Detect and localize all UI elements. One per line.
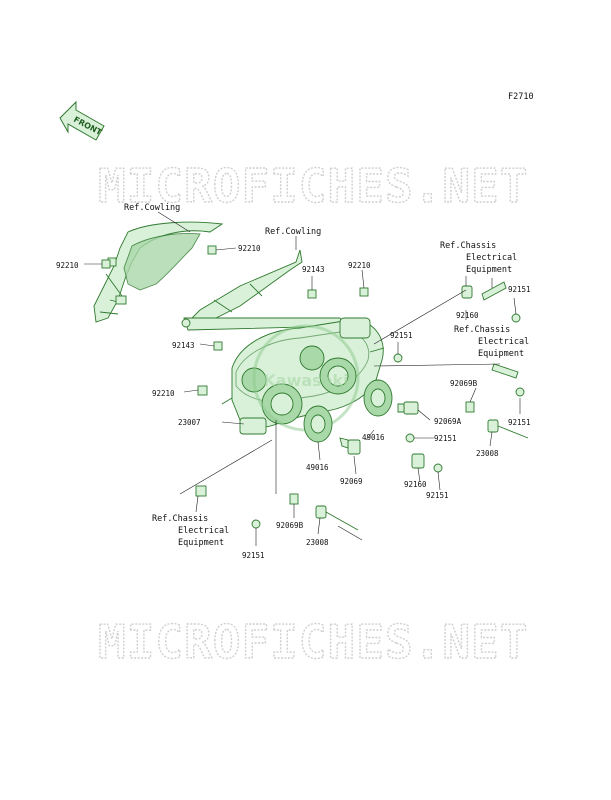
front-arrow-icon: FRONT bbox=[59, 100, 105, 141]
leader-lines bbox=[84, 211, 521, 546]
nut-92210-far-left bbox=[101, 259, 111, 269]
strip-chassis-mid bbox=[491, 363, 519, 379]
label-49016-b: 49016 bbox=[306, 463, 329, 472]
label-ref-chassis-bottom-2: Electrical bbox=[178, 526, 229, 536]
screw-92151-d bbox=[405, 433, 415, 443]
label-ref-chassis-mid-3: Equipment bbox=[478, 349, 524, 359]
label-92069B-a: 92069B bbox=[450, 379, 478, 388]
strip-chassis-top bbox=[481, 281, 507, 301]
label-92069B-b: 92069B bbox=[276, 521, 304, 530]
label-92151-c: 92151 bbox=[508, 418, 531, 427]
label-92151-a: 92151 bbox=[508, 285, 531, 294]
headlight-housing: Kawasaki bbox=[221, 317, 385, 435]
screw-92151-a bbox=[393, 353, 403, 363]
label-ref-chassis-top-2: Electrical bbox=[466, 253, 517, 263]
label-23007: 23007 bbox=[178, 418, 201, 427]
upper-stay bbox=[185, 245, 303, 329]
screw-92151-c bbox=[515, 387, 525, 397]
label-23008-b: 23008 bbox=[306, 538, 329, 547]
label-ref-chassis-mid-2: Electrical bbox=[478, 337, 529, 347]
label-ref-chassis-top-1: Ref.Chassis bbox=[440, 241, 496, 251]
label-92160-b: 92160 bbox=[404, 480, 427, 489]
nut-92210-left bbox=[197, 385, 208, 396]
bulb-reflector-left bbox=[303, 405, 333, 443]
socket-23008-bottom bbox=[315, 505, 327, 519]
center-logo: Kawasaki bbox=[263, 371, 348, 390]
label-92210-d: 92210 bbox=[152, 389, 175, 398]
label-92143-b: 92143 bbox=[172, 341, 195, 350]
screw-92151-b bbox=[511, 313, 521, 323]
label-ref-cowling-2: Ref.Cowling bbox=[265, 227, 321, 237]
label-92151-f: 92151 bbox=[242, 551, 265, 560]
label-92151-b: 92151 bbox=[390, 331, 413, 340]
bulb-92069B-right bbox=[465, 401, 475, 413]
bracket-chassis-bottom bbox=[195, 485, 207, 497]
bulb-92069A bbox=[397, 401, 419, 415]
label-23008-a: 23008 bbox=[476, 449, 499, 458]
grommet-92143-left bbox=[213, 341, 223, 351]
label-ref-chassis-mid-1: Ref.Chassis bbox=[454, 325, 510, 335]
label-92151-d: 92151 bbox=[434, 434, 457, 443]
screw-92151-e bbox=[433, 463, 443, 473]
watermark-bottom: MICROFICHES.NET bbox=[98, 615, 528, 669]
socket-23008-right bbox=[487, 419, 499, 433]
label-92210-a: 92210 bbox=[56, 261, 79, 270]
watermark-top: MICROFICHES.NET bbox=[98, 159, 528, 213]
grommet-92160-top bbox=[461, 285, 473, 299]
figure-code: F2710 bbox=[508, 92, 534, 102]
label-ref-cowling-1: Ref.Cowling bbox=[124, 203, 180, 213]
label-92069: 92069 bbox=[340, 477, 363, 486]
left-bracket bbox=[93, 221, 224, 323]
wires bbox=[325, 425, 529, 531]
label-92069A: 92069A bbox=[434, 417, 462, 426]
bulb-reflector-right bbox=[363, 379, 393, 417]
callouts: Ref.Cowling Ref.Cowling Ref.Chassis Elec… bbox=[56, 203, 531, 560]
bulb-92069 bbox=[339, 437, 361, 455]
bulb-92069B-bottom bbox=[289, 493, 299, 505]
grommet-92143-top bbox=[307, 289, 317, 299]
label-92210-b: 92210 bbox=[238, 244, 261, 253]
label-49016-a: 49016 bbox=[362, 433, 385, 442]
label-92151-e: 92151 bbox=[426, 491, 449, 500]
label-ref-chassis-top-3: Equipment bbox=[466, 265, 512, 275]
label-92160-a: 92160 bbox=[456, 311, 479, 320]
grommet-92160-bottom bbox=[411, 453, 425, 469]
label-ref-chassis-bottom-1: Ref.Chassis bbox=[152, 514, 208, 524]
label-92143-a: 92143 bbox=[302, 265, 325, 274]
label-ref-chassis-bottom-3: Equipment bbox=[178, 538, 224, 548]
nut-92210-right bbox=[359, 287, 369, 297]
label-92210-c: 92210 bbox=[348, 261, 371, 270]
screw-92151-f bbox=[251, 519, 261, 529]
